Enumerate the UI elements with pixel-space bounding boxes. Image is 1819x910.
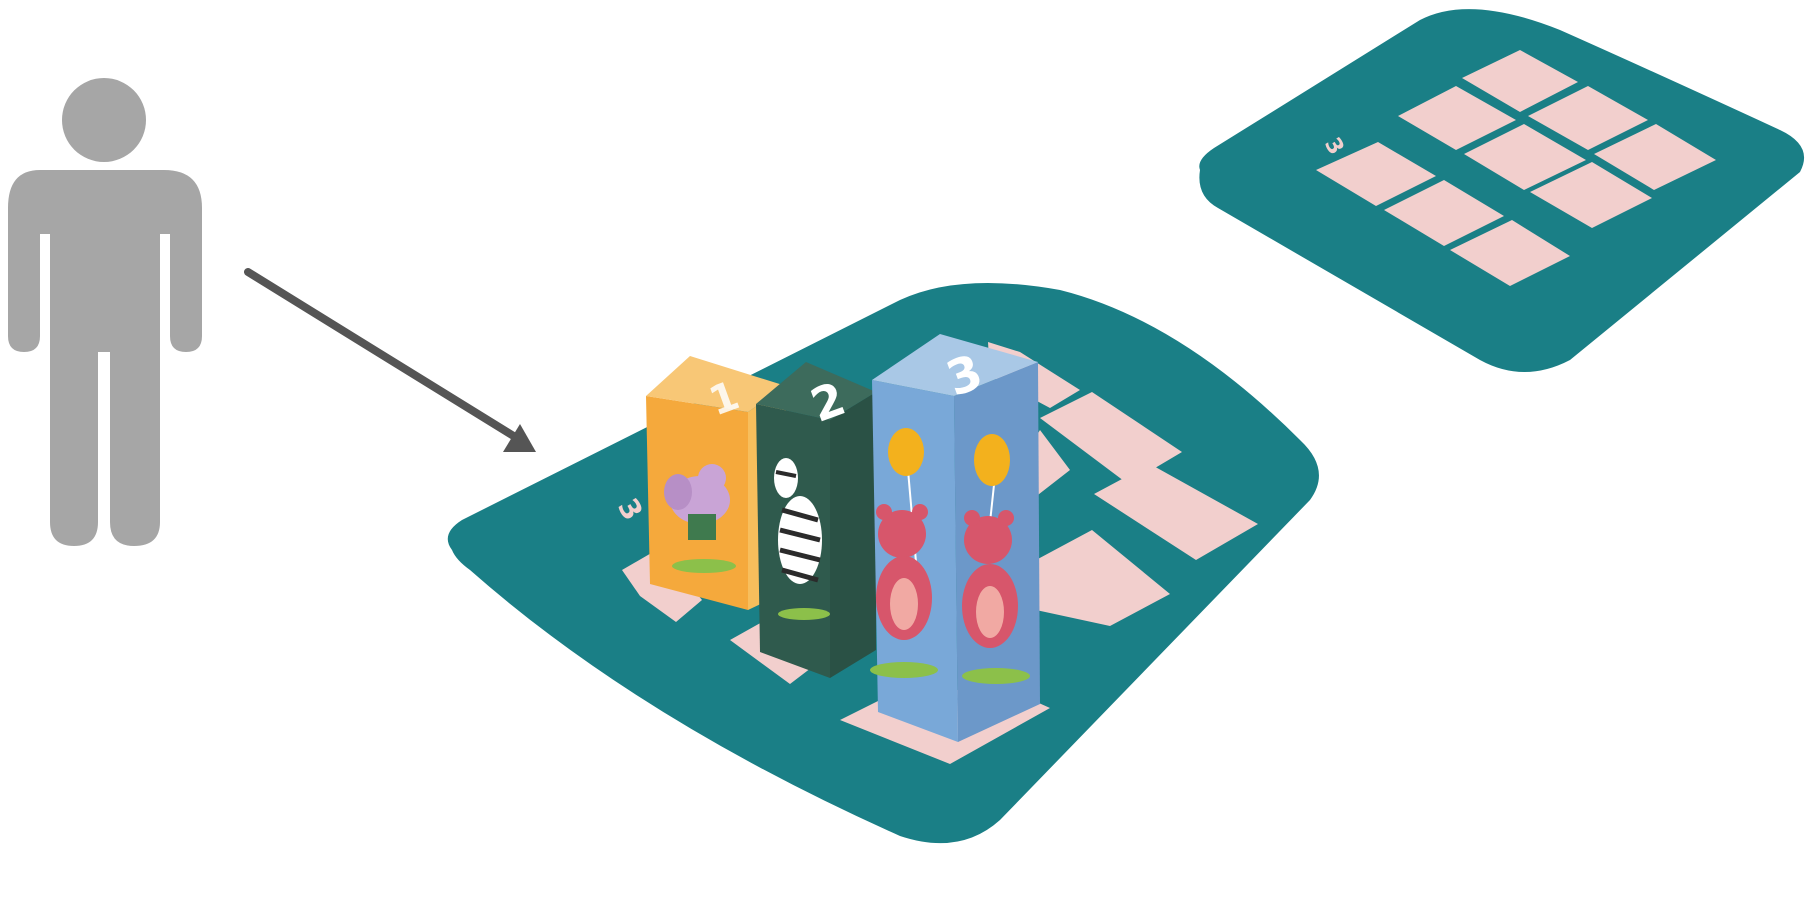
balloon-icon xyxy=(974,434,1010,486)
block-3: 3 xyxy=(870,334,1040,742)
balloon-icon xyxy=(888,428,924,476)
small-board: 3 xyxy=(1199,9,1804,372)
person-icon xyxy=(8,78,202,546)
block-2-side xyxy=(830,392,876,678)
arrow-icon xyxy=(248,272,536,452)
block-2: 2 xyxy=(756,362,876,678)
